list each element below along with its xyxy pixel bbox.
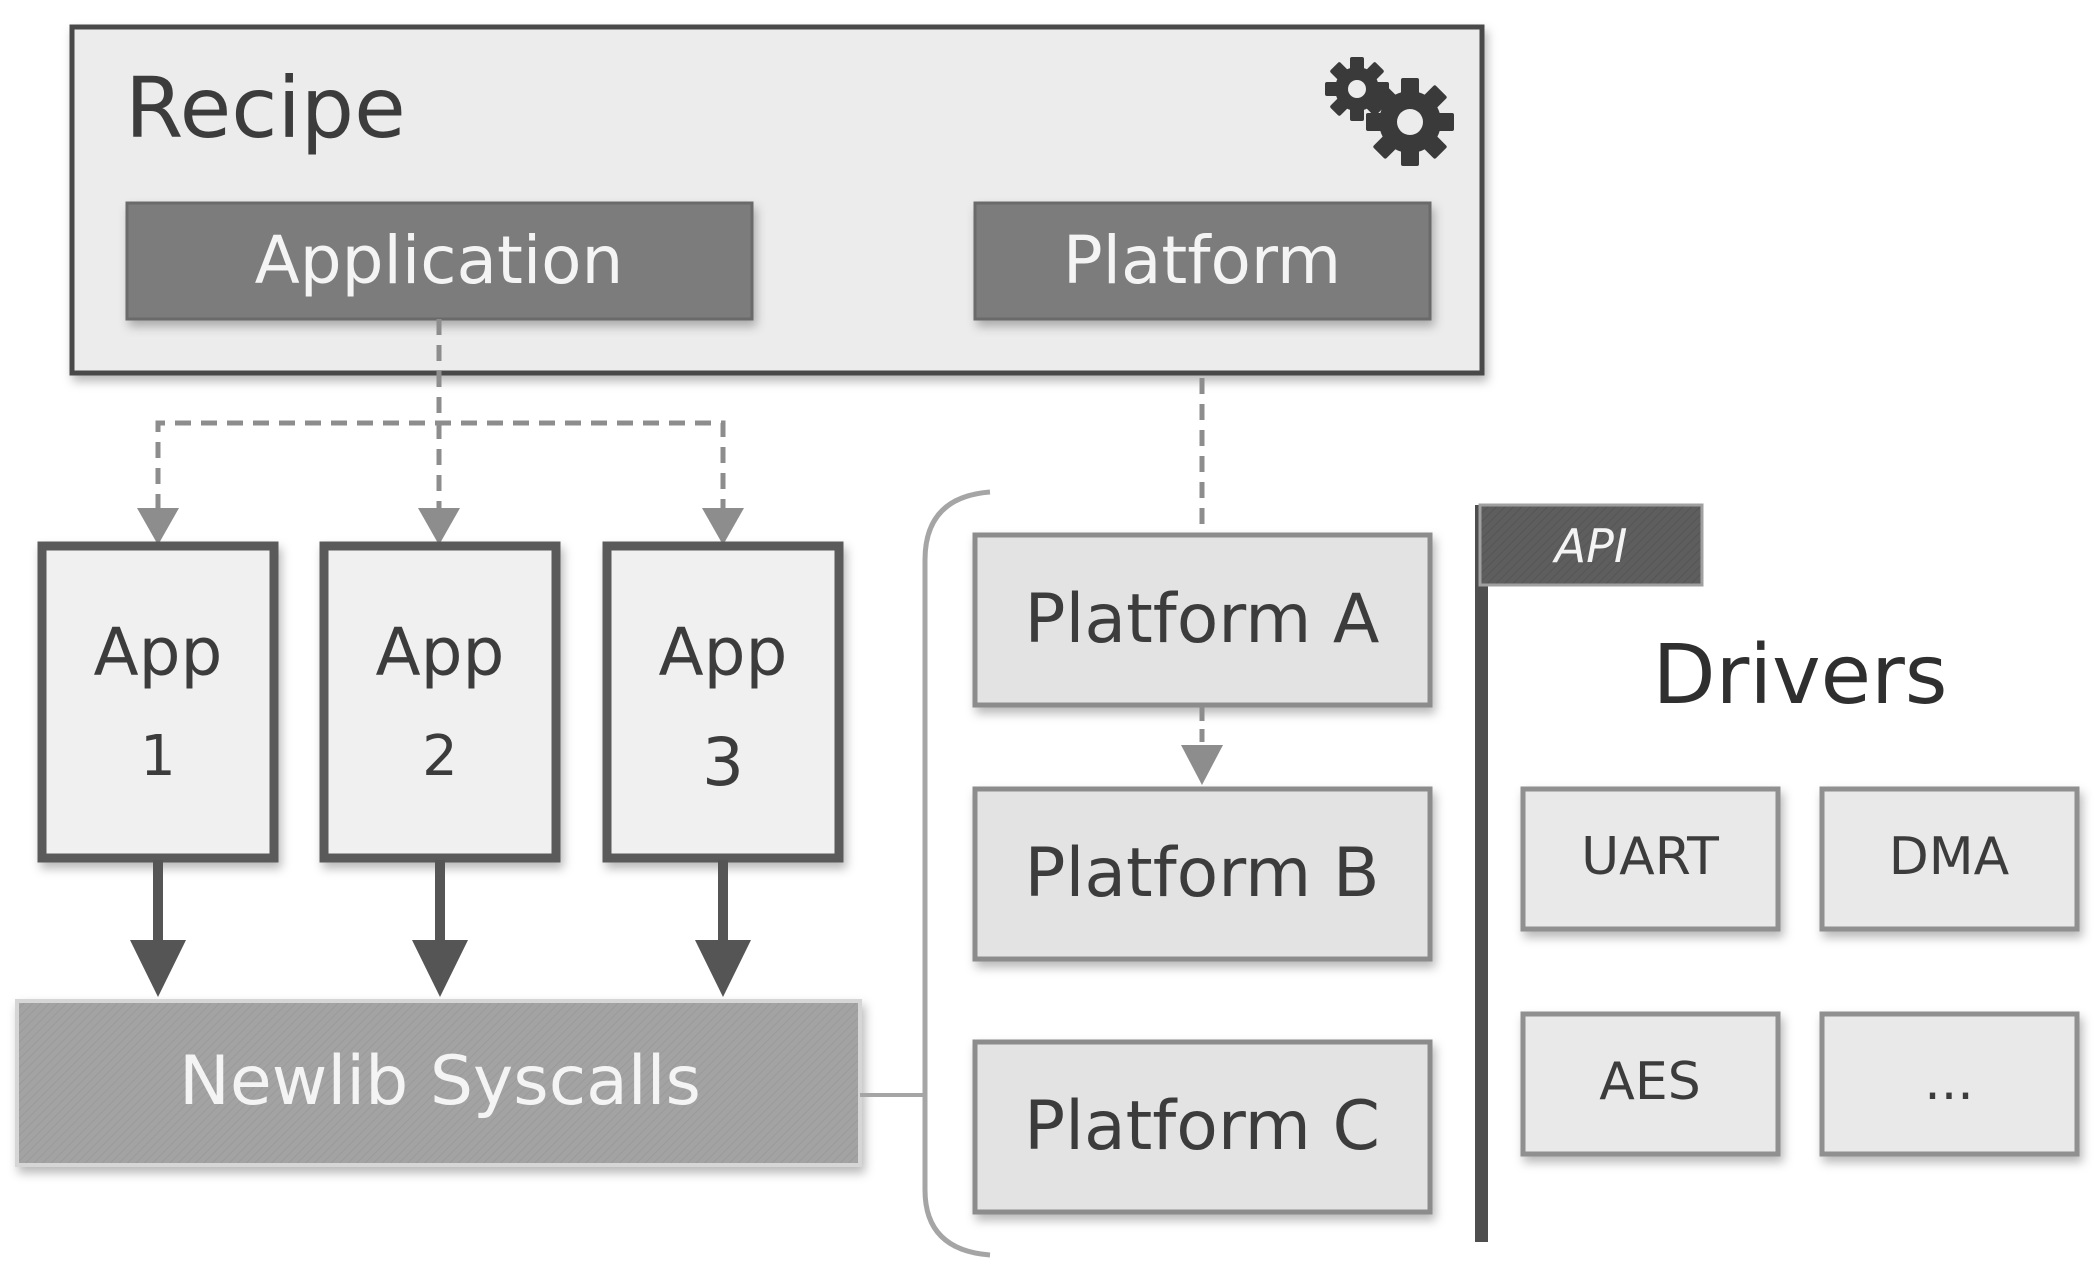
platform-b-label: Platform B — [1024, 834, 1379, 913]
driver-more-label: ... — [1924, 1052, 1974, 1112]
application-dashed-arrowheads — [137, 508, 744, 545]
driver-more: ... — [1819, 1011, 2080, 1157]
driver-aes: AES — [1520, 1011, 1781, 1157]
driver-uart-label: UART — [1581, 827, 1719, 887]
app-box-3: App 3 — [602, 541, 844, 863]
api-flag-pole — [1475, 505, 1488, 1242]
arrowhead-app-1 — [137, 508, 179, 545]
driver-dma-label: DMA — [1889, 827, 2010, 887]
driver-dma: DMA — [1819, 786, 2080, 932]
api-label: API — [1552, 519, 1628, 573]
app-box-1: App 1 — [37, 541, 279, 863]
arrowhead-platform-b — [1181, 745, 1223, 785]
app-3-name: App — [659, 614, 788, 691]
solid-arrows — [153, 860, 728, 945]
platform-b-box: Platform B — [972, 786, 1433, 962]
platform-c-label: Platform C — [1024, 1087, 1380, 1166]
platform-a-label: Platform A — [1025, 580, 1380, 659]
gears-icon — [1325, 57, 1454, 166]
solid-arrowheads — [130, 940, 751, 997]
drivers-title: Drivers — [1652, 628, 1947, 723]
recipe-title: Recipe — [125, 59, 406, 157]
arrowhead-newlib-3 — [695, 940, 751, 997]
newlib-syscalls-box: Newlib Syscalls — [15, 999, 862, 1167]
app-2-number: 2 — [422, 724, 458, 789]
recipe-panel: Recipe Application — [69, 24, 1485, 376]
arrowhead-app-3 — [702, 508, 744, 545]
app-2-name: App — [376, 614, 505, 691]
application-dashed-connectors — [155, 319, 726, 510]
platform-label: Platform — [1063, 222, 1341, 299]
arrowhead-app-2 — [418, 508, 460, 545]
application-label: Application — [255, 222, 624, 299]
newlib-syscalls-label: Newlib Syscalls — [179, 1042, 701, 1121]
arrowhead-newlib-2 — [412, 940, 468, 997]
platform-a-box: Platform A — [972, 532, 1433, 708]
application-box — [125, 201, 754, 321]
driver-aes-label: AES — [1599, 1052, 1700, 1112]
driver-uart: UART — [1520, 786, 1781, 932]
app-box-2: App 2 — [319, 541, 561, 863]
app-1-name: App — [94, 614, 223, 691]
platform-c-box: Platform C — [972, 1039, 1433, 1215]
platforms-bracket — [922, 489, 991, 1258]
api-flag: API — [1478, 503, 1704, 587]
platform-box — [973, 201, 1432, 321]
app-3-number: 3 — [702, 724, 744, 801]
app-1-number: 1 — [140, 724, 176, 789]
arrowhead-newlib-1 — [130, 940, 186, 997]
